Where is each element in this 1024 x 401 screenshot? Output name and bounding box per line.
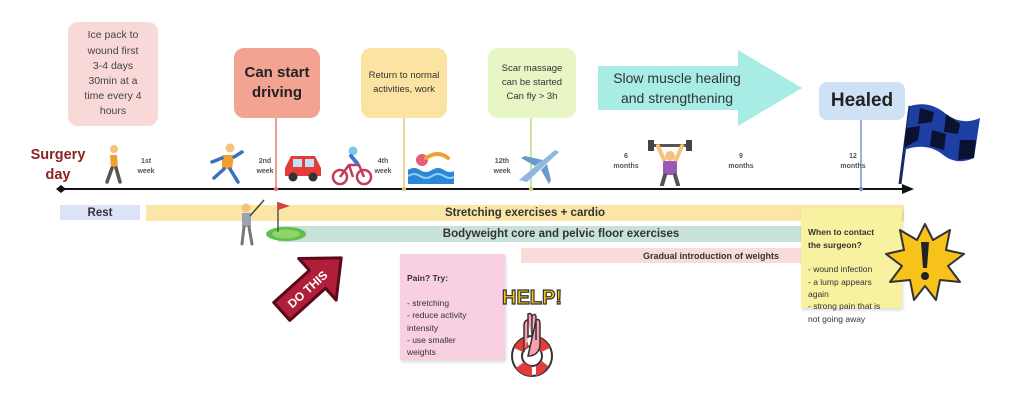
can-start-driving-note: Can start driving: [234, 48, 320, 118]
running-person-icon: [210, 143, 244, 184]
pain-sticky-note: Pain? Try: - stretching - reduce activit…: [400, 254, 505, 360]
help-lifebuoy-sticker: HELP!: [501, 286, 563, 377]
weightlifter-icon: [648, 140, 692, 186]
pain-note-title: Pain? Try:: [407, 273, 449, 284]
tick-12th-week: 12th week: [493, 158, 511, 175]
return-to-normal-note: Return to normal activities, work: [361, 48, 447, 118]
tick-4th-week: 4th week: [374, 158, 392, 175]
rest-band: Rest: [60, 205, 140, 220]
checkered-flag-icon: [898, 104, 980, 185]
surgeon-note-title: When to contact the surgeon?: [808, 227, 875, 250]
airplane-icon: [519, 150, 559, 184]
help-label: HELP!: [502, 287, 562, 309]
tick-9-months: 9 months: [728, 153, 754, 170]
stretching-band: Stretching exercises + cardio: [146, 205, 904, 221]
do-this-arrow-sticker: DO THIS: [272, 256, 343, 322]
surgery-day-label: Surgery day: [30, 147, 86, 183]
pain-note-body: - stretching - reduce activity intensity…: [407, 297, 467, 358]
surgeon-sticky-note: When to contact the surgeon? - wound inf…: [801, 208, 902, 324]
scar-massage-note: Scar massage can be started Can fly > 3h: [488, 48, 576, 118]
cyclist-icon: [331, 146, 373, 186]
surgeon-note-body: - wound infection - a lump appears again…: [808, 264, 881, 324]
swimmer-icon: [408, 152, 454, 184]
golfer-icon: [240, 199, 306, 246]
exclamation-burst-icon: [885, 223, 965, 301]
bodyweight-band: Bodyweight core and pelvic floor exercis…: [278, 226, 844, 242]
car-icon: [285, 156, 321, 182]
timeline-axis: [56, 184, 914, 194]
ice-pack-note: Ice pack to wound first 3-4 days 30min a…: [68, 22, 158, 126]
tick-6-months: 6 months: [613, 153, 639, 170]
slow-healing-text: Slow muscle healing and strengthening: [613, 69, 741, 106]
walking-person-icon: [105, 145, 122, 184]
tick-12-months: 12 months: [840, 153, 866, 170]
tick-1st-week: 1st week: [137, 158, 155, 175]
healed-note: Healed: [819, 82, 905, 120]
tick-2nd-week: 2nd week: [256, 158, 274, 175]
slow-healing-arrow: [598, 50, 802, 126]
